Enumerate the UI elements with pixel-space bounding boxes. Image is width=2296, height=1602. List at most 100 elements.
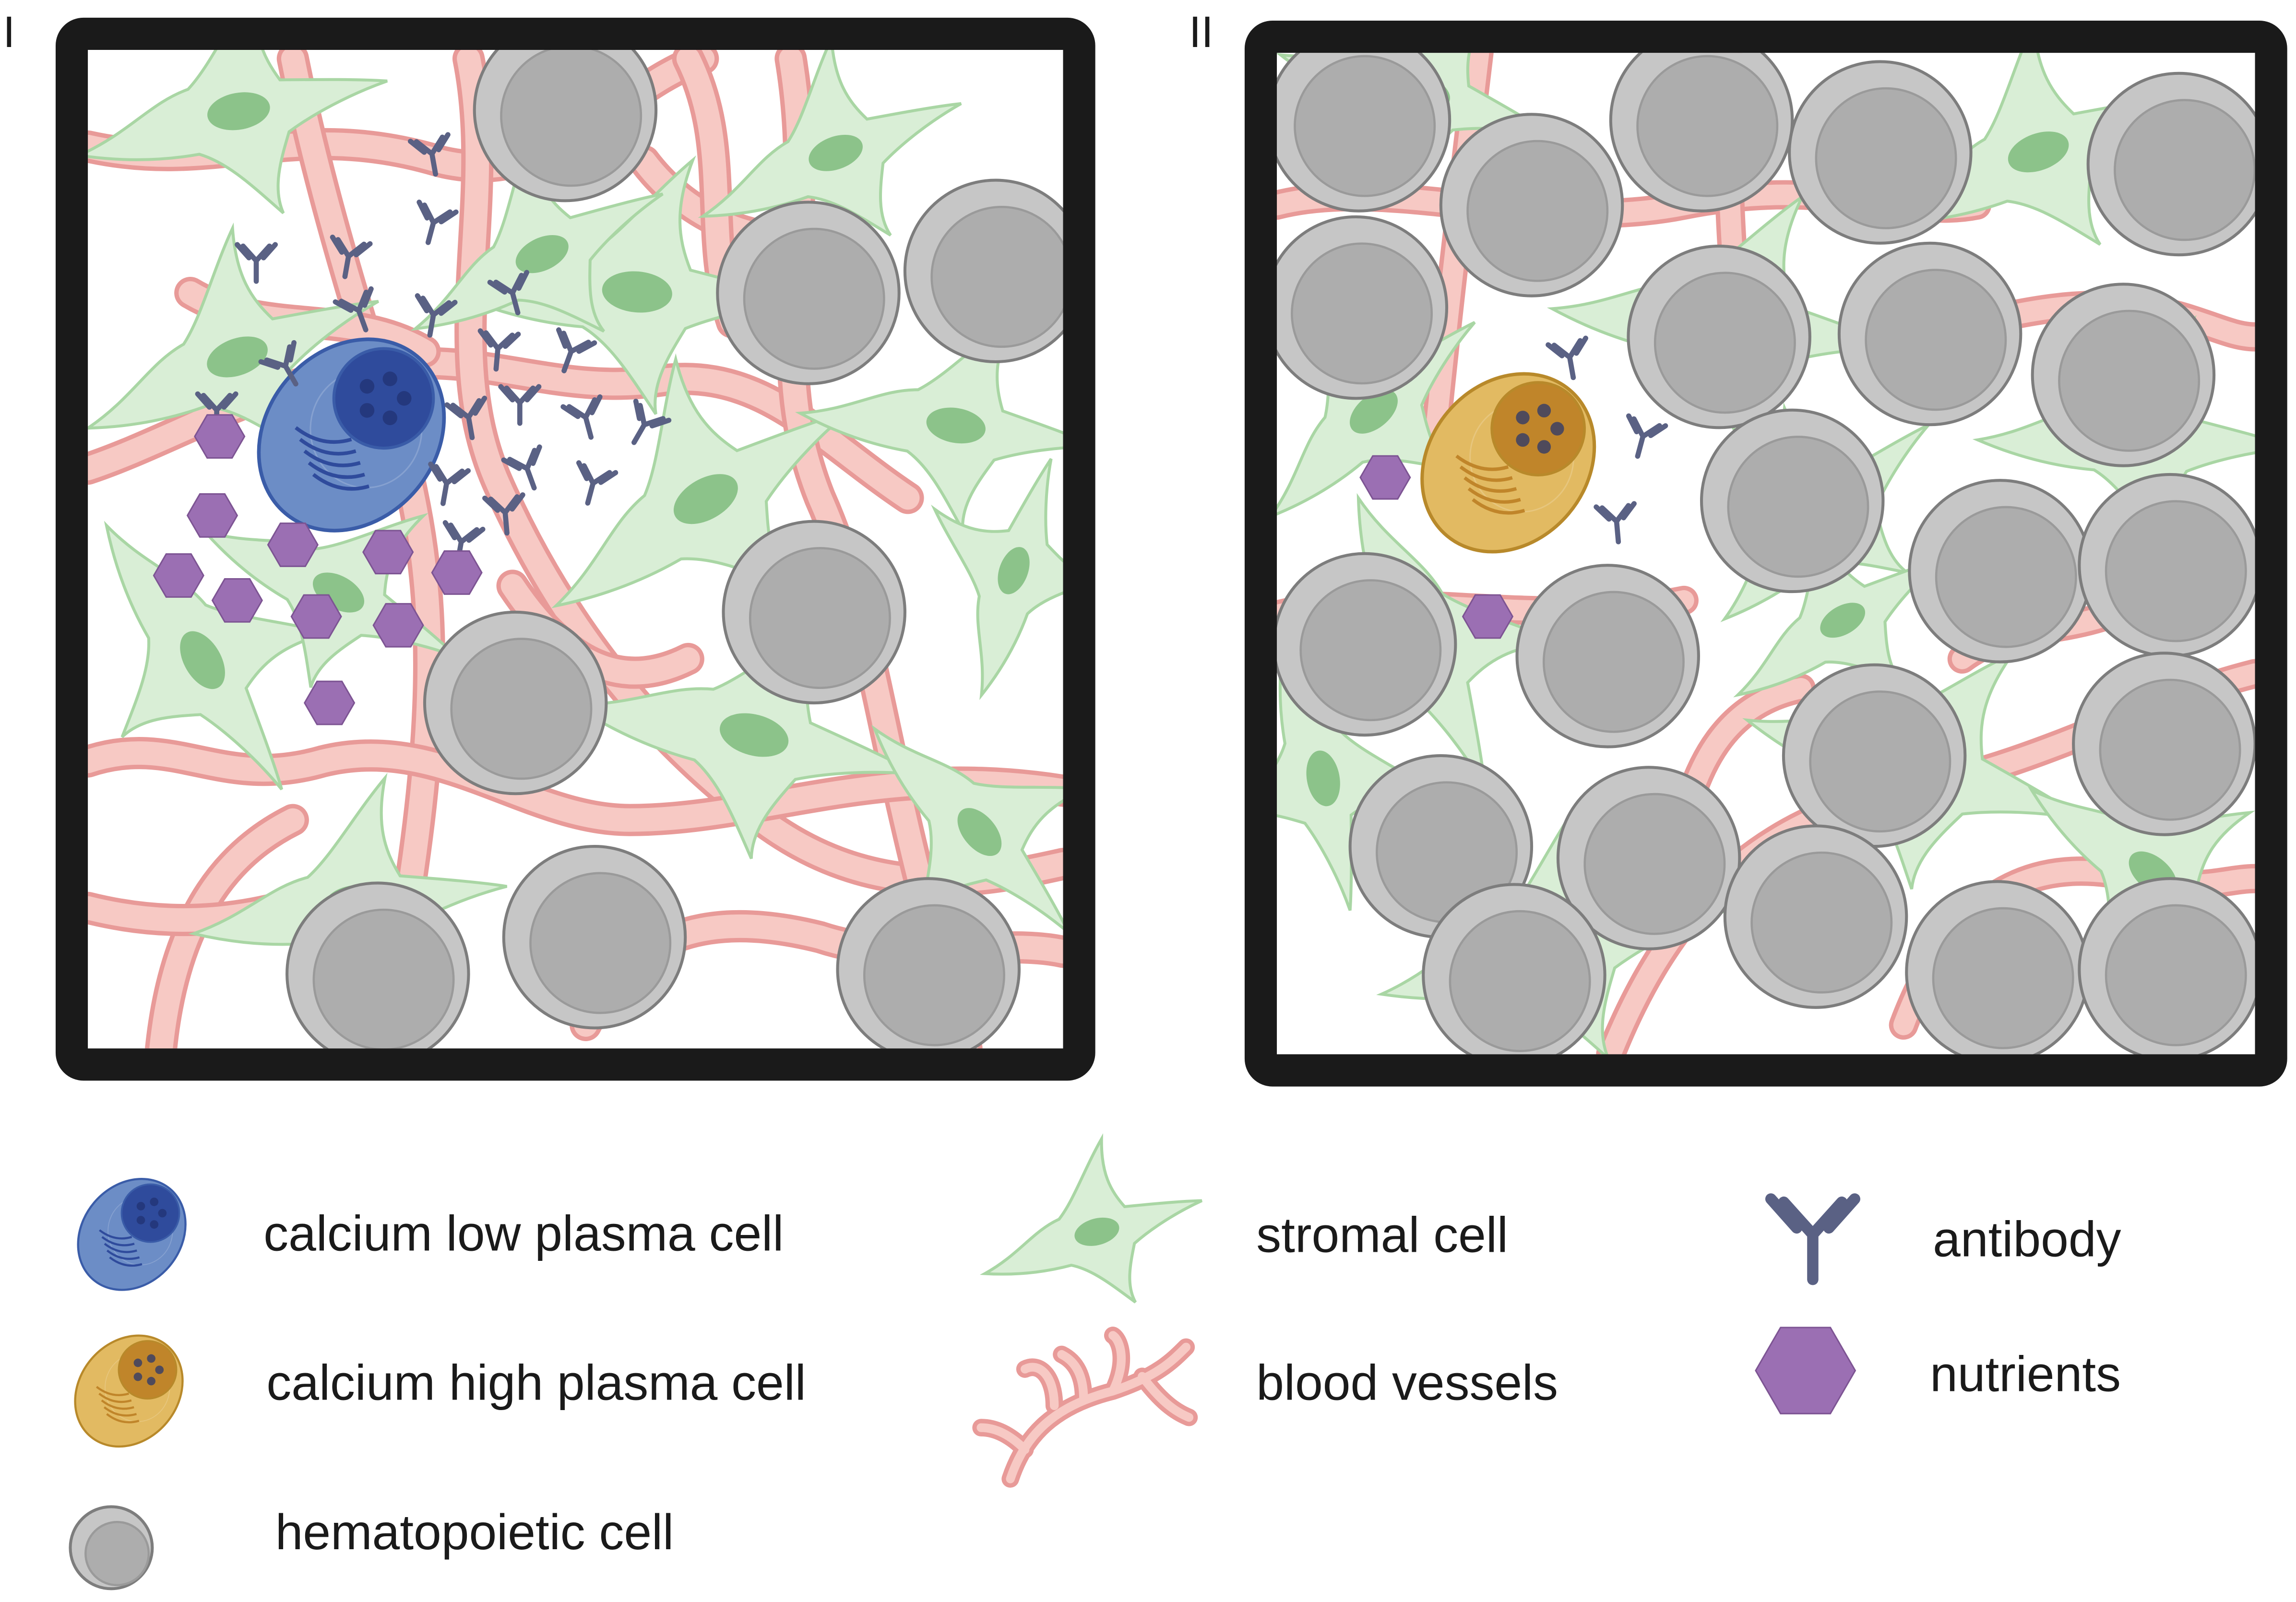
stromal-cell bbox=[931, 458, 1063, 700]
hematopoietic-nucleus bbox=[743, 227, 885, 370]
hematopoietic-cell bbox=[1723, 824, 1908, 1009]
legend-calcium-high-icon-er bbox=[95, 1386, 130, 1396]
antibody-strand bbox=[501, 444, 542, 491]
stromal-nucleus bbox=[1306, 750, 1340, 807]
antibody-icon bbox=[1594, 501, 1637, 545]
hematopoietic-nucleus bbox=[312, 908, 455, 1049]
calcium-high-plasma-cell-chromatin bbox=[1516, 433, 1530, 447]
panel-label-ii: II bbox=[1189, 8, 1213, 57]
antibody-icon bbox=[1546, 335, 1588, 380]
hematopoietic-nucleus bbox=[2099, 678, 2241, 821]
hematopoietic-nucleus bbox=[930, 206, 1063, 348]
legend-calcium-high-icon bbox=[74, 1334, 184, 1448]
antibody-strand bbox=[415, 293, 458, 338]
antibody-icon bbox=[482, 492, 525, 536]
antibody-icon bbox=[477, 328, 521, 372]
panel-label-i: I bbox=[3, 8, 15, 57]
stromal-nucleus bbox=[998, 547, 1030, 594]
antibody-strand bbox=[1546, 335, 1588, 380]
hematopoietic-cell bbox=[423, 610, 608, 795]
calcium-low-plasma-cell-er bbox=[295, 426, 352, 444]
antibody-strand bbox=[487, 270, 530, 316]
hematopoietic-nucleus bbox=[1865, 269, 2007, 411]
antibody-strand bbox=[560, 394, 603, 440]
calcium-high-plasma-cell-er bbox=[1472, 498, 1525, 515]
hematopoietic-cell bbox=[1905, 880, 2090, 1055]
hematopoietic-cell bbox=[1277, 53, 1451, 213]
blood-vessel bbox=[145, 804, 309, 1049]
stromal-nucleus bbox=[207, 92, 270, 131]
calcium-high-plasma-cell-er bbox=[1467, 487, 1521, 504]
stromal-nucleus bbox=[1074, 1217, 1119, 1246]
calcium-low-plasma-cell-chromatin bbox=[359, 403, 375, 418]
legend-calcium-high-icon-chromatin bbox=[133, 1358, 143, 1367]
antibody-icon bbox=[416, 200, 459, 245]
antibody-strand bbox=[482, 492, 525, 536]
antibody-icon bbox=[444, 395, 488, 440]
calcium-high-plasma-cell-chromatin bbox=[1537, 403, 1551, 418]
hematopoietic-cell bbox=[473, 49, 658, 202]
hematopoietic-cell bbox=[722, 520, 906, 705]
stromal-cell bbox=[88, 49, 388, 214]
antibody-icon bbox=[498, 384, 542, 426]
legend-calcium-high-icon-er bbox=[98, 1392, 132, 1403]
hematopoietic-cell bbox=[1609, 53, 1794, 213]
hematopoietic-nucleus bbox=[1583, 793, 1726, 935]
hematopoietic-nucleus bbox=[1294, 55, 1436, 197]
hematopoietic-cell bbox=[1782, 663, 1967, 848]
hematopoietic-cell bbox=[2031, 283, 2216, 467]
antibody-icon bbox=[1626, 413, 1668, 459]
calcium-low-plasma-cell-chromatin bbox=[382, 371, 397, 386]
legend-calcium-high-icon-er bbox=[103, 1406, 137, 1417]
nutrient-hexagon bbox=[194, 414, 246, 459]
stromal-nucleus bbox=[2008, 131, 2069, 173]
antibody-strand bbox=[330, 234, 373, 279]
antibody-strand bbox=[1626, 413, 1668, 459]
stromal-cell bbox=[795, 313, 1063, 531]
antibody-icon bbox=[560, 394, 603, 440]
antibody-icon bbox=[576, 460, 619, 506]
vessel-wall bbox=[972, 1327, 1198, 1488]
hematopoietic-nucleus bbox=[1815, 87, 1957, 229]
legend-calcium-high-icon-chromatin bbox=[155, 1365, 164, 1374]
legend-label-stromal: stromal cell bbox=[1256, 1207, 1508, 1262]
hematopoietic-nucleus bbox=[1449, 910, 1591, 1052]
antibody-strand bbox=[576, 460, 619, 506]
blood-vessel bbox=[972, 1327, 1198, 1488]
calcium-low-plasma-cell-chromatin bbox=[382, 410, 397, 426]
nutrient-hexagon bbox=[372, 603, 424, 648]
calcium-high-plasma-cell-chromatin bbox=[1516, 411, 1530, 425]
legend-calcium-high-icon-er bbox=[101, 1400, 134, 1410]
nutrient-hexagon bbox=[362, 530, 414, 575]
antibody-strand bbox=[556, 327, 597, 374]
legend-calcium-high-icon-chromatin bbox=[147, 1377, 155, 1386]
stromal-nucleus bbox=[602, 271, 672, 313]
hematopoietic-nucleus bbox=[1636, 55, 1779, 197]
legend-calcium-high-icon-chromatin bbox=[133, 1372, 143, 1381]
antibody-strand bbox=[428, 462, 471, 506]
nutrient-hexagon bbox=[303, 680, 356, 725]
hematopoietic-nucleus bbox=[1542, 591, 1685, 733]
calcium-low-plasma-cell bbox=[257, 337, 446, 533]
antibody-icon bbox=[1765, 1193, 1860, 1285]
antibody-icon bbox=[415, 293, 458, 338]
vessel-lumen bbox=[976, 1331, 1194, 1483]
hematopoietic-cell bbox=[286, 881, 470, 1049]
hematopoietic-cell bbox=[1277, 552, 1457, 737]
hematopoietic-cell bbox=[1277, 215, 1449, 400]
hematopoietic-cell bbox=[903, 178, 1063, 363]
calcium-low-plasma-cell-er bbox=[312, 473, 370, 491]
stromal-cell bbox=[1277, 631, 1442, 911]
calcium-high-plasma-cell-nucleus bbox=[1490, 381, 1586, 476]
calcium-high-plasma-cell-chromatin bbox=[1550, 422, 1564, 436]
hematopoietic-nucleus bbox=[2058, 309, 2201, 452]
legend-calcium-high-icon-er bbox=[106, 1413, 140, 1424]
hematopoietic-nucleus bbox=[2105, 500, 2247, 642]
hematopoietic-cell bbox=[1556, 766, 1741, 950]
hematopoietic-nucleus bbox=[1727, 436, 1869, 578]
stromal-nucleus bbox=[515, 235, 569, 273]
calcium-low-plasma-cell-nucleus bbox=[332, 347, 435, 450]
antibody-icon bbox=[235, 242, 278, 284]
calcium-low-plasma-cell-chromatin bbox=[359, 379, 375, 394]
